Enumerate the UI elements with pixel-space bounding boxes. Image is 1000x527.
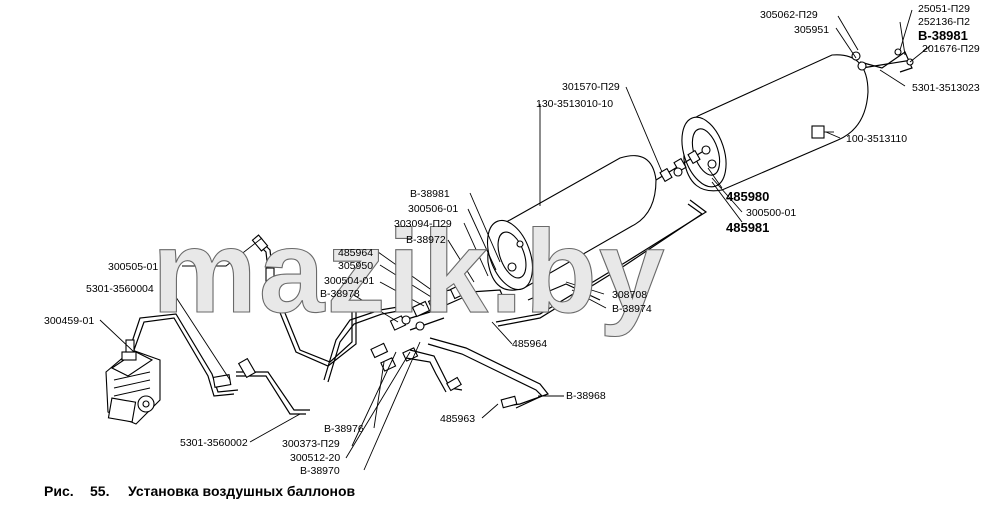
rear-air-tank: [681, 54, 869, 192]
main-pipes: [370, 199, 708, 372]
part-label: 301570-П29: [562, 81, 620, 93]
part-label: 5301-3560002: [180, 437, 248, 449]
part-label: 300500-01: [746, 207, 796, 219]
part-label: 300512-20: [290, 452, 340, 464]
compressor-pipes: [129, 234, 405, 415]
part-label: 485980: [726, 189, 769, 204]
part-label: В-38972: [406, 234, 446, 246]
lower-pipes: [405, 337, 549, 409]
drawing: [99, 9, 931, 471]
part-label: 300373-П29: [282, 438, 340, 450]
part-label: 300506-01: [408, 203, 458, 215]
front-air-tank: [486, 155, 657, 291]
part-label: 485963: [440, 413, 475, 425]
inter-tank-fittings: [655, 145, 717, 183]
part-label: В-38974: [612, 303, 652, 315]
part-label: 300505-01: [108, 261, 158, 273]
compressor: [105, 339, 161, 425]
leader-lines: [99, 9, 931, 471]
part-label: 300459-01: [44, 315, 94, 327]
part-label: 5301-3560004: [86, 283, 154, 295]
part-label: 308708: [612, 289, 647, 301]
part-label: 305062-П29: [760, 9, 818, 21]
watermark: mazik.by: [152, 206, 666, 338]
part-label: 25051-П29: [918, 3, 970, 15]
figure-caption: Рис. 55. Установка воздушных баллонов: [44, 483, 355, 499]
part-label: 130-3513010-10: [536, 98, 613, 110]
part-label: 303094-П29: [394, 218, 452, 230]
part-label: 201676-П29: [922, 43, 980, 55]
part-label: В-38978: [320, 288, 360, 300]
part-label: 485964: [338, 247, 373, 259]
part-label: 5301-3513023: [912, 82, 980, 94]
part-label: 300504-01: [324, 275, 374, 287]
part-label: 305951: [794, 24, 829, 36]
part-label: В-38981: [918, 28, 968, 43]
caption-number: 55.: [90, 483, 109, 499]
part-label: 485981: [726, 220, 769, 235]
part-label: 485964: [512, 338, 547, 350]
rear-tank-outlet: [851, 48, 914, 73]
caption-title: Установка воздушных баллонов: [128, 483, 355, 499]
part-label: В-38970: [300, 465, 340, 477]
part-label: 305950: [338, 260, 373, 272]
part-label: 100-3513110: [846, 133, 907, 145]
part-labels: 25051-П29 305062-П29 252136-П2 305951 В-…: [44, 3, 980, 477]
caption-prefix: Рис.: [44, 483, 74, 499]
part-label: В-38976: [324, 423, 364, 435]
part-label: В-38981: [410, 188, 450, 200]
part-label: В-38968: [566, 390, 606, 402]
part-label: 252136-П2: [918, 16, 970, 28]
